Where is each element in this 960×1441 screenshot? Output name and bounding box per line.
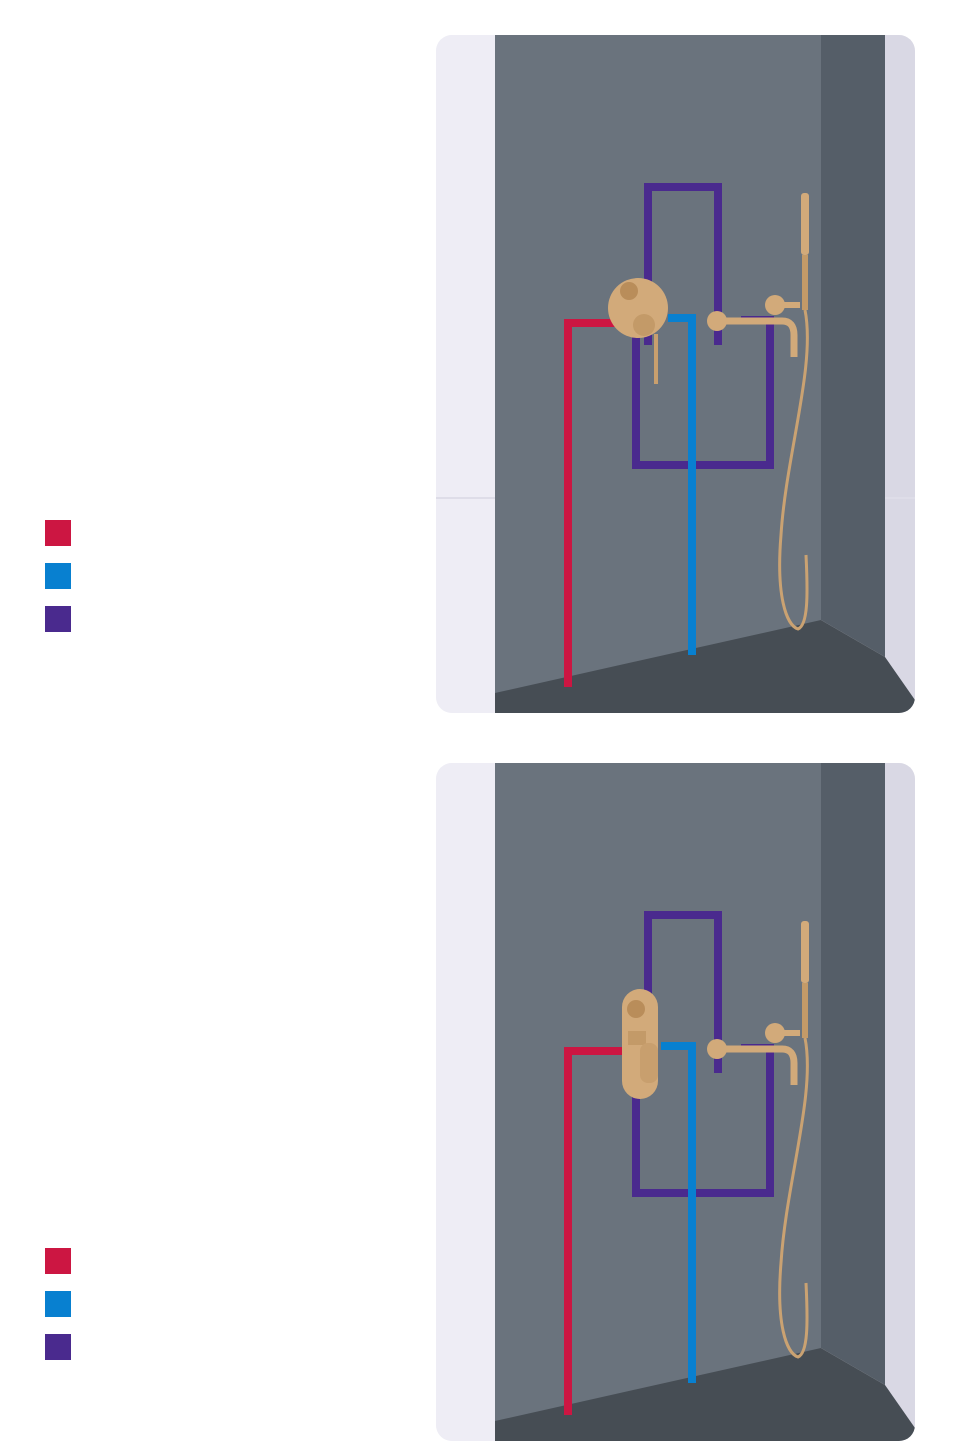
- hot-water-pipe: [564, 1047, 622, 1415]
- shower-wall-diagram: [436, 763, 915, 1441]
- hand-shower-head: [801, 921, 809, 983]
- mixed-water-swatch: [45, 606, 71, 632]
- tub-spout: [717, 1045, 798, 1085]
- hand-shower-grip: [802, 983, 808, 1038]
- shower-hose: [778, 309, 809, 631]
- hot-water-swatch: [45, 520, 71, 546]
- hot-water-pipe: [564, 319, 616, 687]
- cold-water-swatch: [45, 563, 71, 589]
- diverter-knob: [627, 1000, 645, 1018]
- shower-installation-illustration: [436, 35, 915, 713]
- right-wall-edge: [885, 35, 915, 713]
- hand-shower-grip: [802, 255, 808, 310]
- cold-water-pipe: [668, 314, 696, 655]
- shower-wall-diagram: [436, 35, 915, 713]
- shower-hose: [778, 1037, 809, 1359]
- cold-water-swatch: [45, 1291, 71, 1317]
- left-wall-edge: [436, 763, 495, 1441]
- shower-installation-illustration: [436, 763, 915, 1441]
- pipe-color-legend: [45, 1248, 71, 1377]
- tub-spout: [717, 317, 798, 357]
- side-wall: [821, 763, 885, 1385]
- installation-section-oval-mixer: [0, 728, 960, 1441]
- installation-section-round-mixer: [0, 0, 960, 713]
- mixer-lever: [640, 1043, 658, 1083]
- mixer-lever: [654, 334, 658, 384]
- mixer-handle-base: [633, 314, 655, 336]
- mixed-water-swatch: [45, 1334, 71, 1360]
- diverter-knob: [620, 282, 638, 300]
- right-wall-edge: [885, 763, 915, 1441]
- mixer-handle-base: [628, 1031, 646, 1045]
- cold-water-pipe: [661, 1042, 696, 1383]
- left-wall-edge: [436, 35, 495, 713]
- hand-shower-head: [801, 193, 809, 255]
- pipe-color-legend: [45, 520, 71, 649]
- side-wall: [821, 35, 885, 657]
- floor: [495, 620, 915, 713]
- hot-water-swatch: [45, 1248, 71, 1274]
- floor: [495, 1348, 915, 1441]
- mixed-water-pipe-top: [644, 183, 722, 345]
